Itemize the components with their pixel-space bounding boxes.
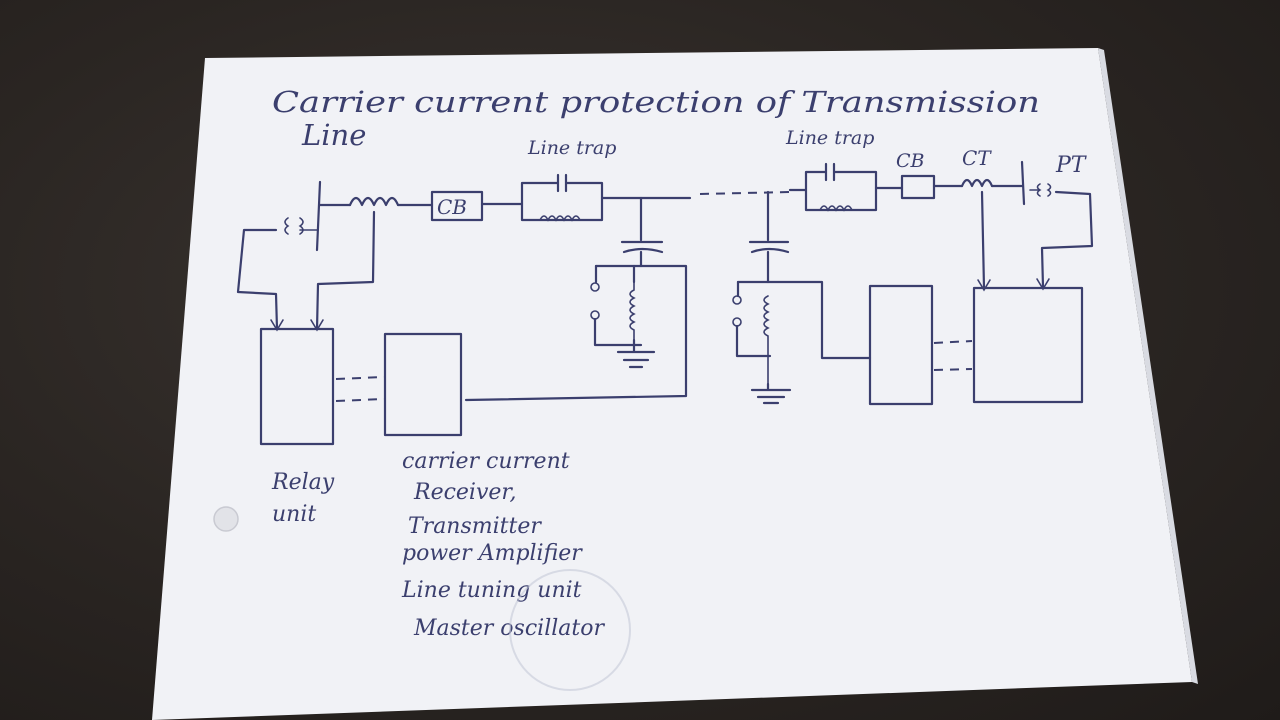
arrow-relay-1 <box>270 319 284 332</box>
carrier-list-item-5: Line tuning unit <box>401 578 582 603</box>
diagram-title-line1: Carrier current protection of Transmissi… <box>272 85 1040 119</box>
left-coupling-capacitor <box>620 240 664 254</box>
paper-edge-shadow <box>1098 48 1198 684</box>
diagram-title-line2: Line <box>301 118 366 152</box>
relay-label-line2: unit <box>272 502 316 527</box>
right-drain-coil <box>763 295 770 385</box>
right-ground <box>750 382 792 405</box>
faint-stamp <box>509 569 631 691</box>
left-cb-box <box>430 190 484 222</box>
right-pt-to-relay <box>1040 190 1094 289</box>
right-tuning-box <box>736 280 872 360</box>
pt-label-right: PT <box>1055 153 1088 178</box>
right-ct-to-relay <box>980 190 986 290</box>
right-pt-symbol <box>1029 183 1052 197</box>
cb-label-right: CB <box>896 150 925 172</box>
carrier-list-item-1: carrier current <box>402 449 570 474</box>
left-line-trap <box>520 173 604 222</box>
arrow-relay-3 <box>977 279 991 292</box>
left-link-dash-2 <box>335 398 385 402</box>
left-carrier-unit-box <box>383 332 463 437</box>
left-switch-top <box>590 282 600 292</box>
ct-label-right: CT <box>962 146 992 170</box>
left-ct-to-relay <box>315 210 376 331</box>
left-relay-unit-box <box>259 327 335 446</box>
left-pt-symbol <box>284 217 319 235</box>
paper-sheet <box>152 48 1192 720</box>
left-link-dash-1 <box>335 376 385 380</box>
right-coupling-capacitor <box>748 240 790 254</box>
left-drain-coil <box>629 281 636 341</box>
relay-label-line1: Relay <box>271 470 335 495</box>
right-carrier-unit-box <box>868 284 934 406</box>
right-switch-wire <box>735 280 772 358</box>
left-ground <box>616 338 656 369</box>
right-link-dash-1 <box>933 340 973 344</box>
right-busbar <box>1020 160 1026 206</box>
left-trap-inductor <box>539 215 581 222</box>
left-pt-to-relay <box>236 228 279 331</box>
right-link-dash-2 <box>933 368 973 371</box>
carrier-list-item-2: Receiver, <box>413 480 517 505</box>
left-busbar <box>315 180 322 252</box>
left-ct-symbol <box>348 196 400 207</box>
carrier-list-item-4: power Amplifier <box>402 541 583 566</box>
right-line-trap <box>788 162 878 212</box>
right-ct-symbol <box>960 178 994 188</box>
arrow-relay-2 <box>310 319 324 332</box>
punch-hole <box>213 506 239 532</box>
line-trap-label-right: Line trap <box>785 127 874 149</box>
carrier-list-item-3: Transmitter <box>408 514 542 539</box>
left-switch-wire <box>593 317 643 347</box>
left-tuning-box <box>464 264 688 402</box>
line-trap-label-left: Line trap <box>527 137 616 159</box>
right-relay-unit-box <box>972 286 1084 404</box>
right-trap-inductor <box>819 205 853 212</box>
cb-label-left: CB <box>437 195 467 219</box>
